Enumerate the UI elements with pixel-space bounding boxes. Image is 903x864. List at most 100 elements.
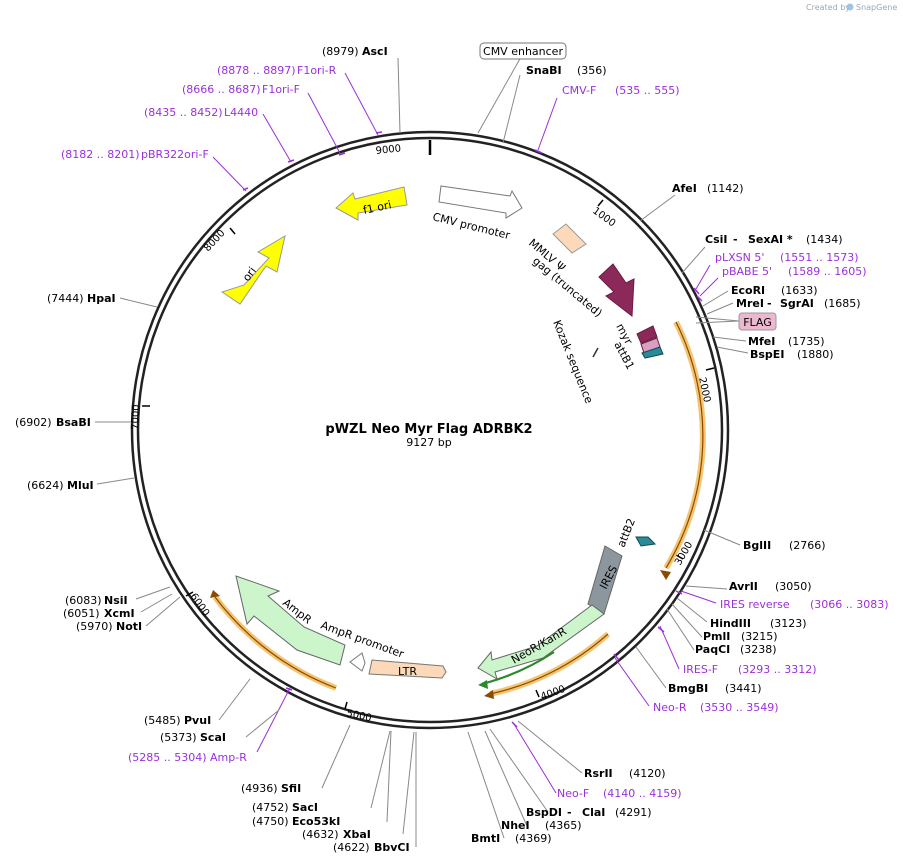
- site-nsii-pos: (6083): [65, 594, 102, 607]
- site-paqci[interactable]: PaqCI: [695, 643, 730, 656]
- site-bmti[interactable]: BmtI: [471, 832, 500, 845]
- flag-label: FLAG: [743, 316, 772, 329]
- feature-mmlv[interactable]: MMLV Ψ gag (truncated): [526, 223, 605, 320]
- site-saci-pos: (4752): [252, 801, 289, 814]
- feature-ires[interactable]: IRES: [587, 545, 623, 615]
- site-ecori[interactable]: EcoRI: [731, 284, 765, 297]
- site-sgrai[interactable]: SgrAI: [780, 297, 814, 310]
- cmv-enhancer-label: CMV enhancer: [483, 45, 563, 58]
- site-eco53ki[interactable]: Eco53kI: [292, 815, 340, 828]
- site-csii-pos: (1434): [806, 233, 843, 246]
- site-bglii[interactable]: BglII: [743, 539, 771, 552]
- site-afei[interactable]: AfeI: [672, 182, 697, 195]
- primer-amp-r[interactable]: Amp-R: [210, 751, 247, 764]
- map-size: 9127 bp: [406, 436, 451, 449]
- primer-f1ori-r-pos: (8878 .. 8897): [217, 64, 296, 77]
- feature-myr-arrow[interactable]: myr attB1: [598, 263, 664, 372]
- site-sfii[interactable]: SfiI: [281, 782, 301, 795]
- primer-f1ori-f-pos: (8666 .. 8687): [182, 83, 261, 96]
- site-hindiii[interactable]: HindIII: [710, 617, 751, 630]
- primer-l4440[interactable]: L4440: [224, 106, 258, 119]
- site-mrei[interactable]: MreI: [736, 297, 764, 310]
- feature-neokanr[interactable]: NeoR/KanR: [477, 604, 605, 681]
- primer-neo-f[interactable]: Neo-F: [557, 787, 589, 800]
- site-rsrii-pos: (4120): [629, 767, 666, 780]
- feature-ori[interactable]: ori: [220, 234, 286, 305]
- tick-label: 5000: [345, 708, 372, 724]
- site-bbvci[interactable]: BbvCI: [374, 841, 410, 854]
- site-xbai[interactable]: XbaI: [343, 828, 371, 841]
- site-bmgbi[interactable]: BmgBI: [668, 682, 708, 695]
- site-pmli-pos: (3215): [741, 630, 778, 643]
- site-mlui[interactable]: MluI: [67, 479, 94, 492]
- site-eco53ki-pos: (4750): [252, 815, 289, 828]
- backbone-outer: [130, 130, 730, 730]
- backbone-inner: [136, 136, 724, 724]
- primer-marks: [242, 131, 703, 728]
- site-mfei[interactable]: MfeI: [748, 335, 775, 348]
- tick-label: 4000: [539, 684, 567, 703]
- feature-cmv-enhancer[interactable]: CMV enhancer: [477, 42, 567, 134]
- site-nhei-pos: (4365): [545, 819, 582, 832]
- feature-f1-ori[interactable]: f1 ori: [335, 186, 408, 221]
- site-scai[interactable]: ScaI: [200, 731, 226, 744]
- site-bsabi-pos: (6902): [15, 416, 52, 429]
- feature-cmv-promoter[interactable]: CMV promoter: [431, 185, 523, 242]
- site-bmgbi-pos: (3441): [725, 682, 762, 695]
- svg-text:-: -: [567, 806, 572, 819]
- site-avrii[interactable]: AvrII: [729, 580, 758, 593]
- primer-ires-reverse-pos: (3066 .. 3083): [810, 598, 889, 611]
- site-asci[interactable]: AscI: [362, 45, 388, 58]
- site-saci[interactable]: SacI: [292, 801, 318, 814]
- primer-f1ori-f[interactable]: F1ori-F: [262, 83, 300, 96]
- site-hpai[interactable]: HpaI: [87, 292, 116, 305]
- feature-flag[interactable]: FLAG: [695, 312, 777, 331]
- primer-cmv-f-pos: (535 .. 555): [615, 84, 680, 97]
- primer-cmv-f[interactable]: CMV-F: [562, 84, 596, 97]
- site-snabi[interactable]: SnaBI: [526, 64, 562, 77]
- site-snabi-pos: (356): [577, 64, 607, 77]
- tick-label: 1000: [590, 206, 617, 230]
- site-xcmi[interactable]: XcmI: [104, 607, 135, 620]
- cmv-promoter-label: CMV promoter: [431, 210, 511, 242]
- feature-kozak[interactable]: Kozak sequence: [550, 318, 599, 406]
- feature-ltr[interactable]: LTR: [368, 659, 447, 679]
- primer-plxsn[interactable]: pLXSN 5': [715, 251, 764, 264]
- site-bspdi[interactable]: BspDI: [526, 806, 562, 819]
- kozak-label: Kozak sequence: [550, 318, 595, 405]
- site-nhei[interactable]: NheI: [501, 819, 530, 832]
- site-bsabi[interactable]: BsaBI: [56, 416, 91, 429]
- site-sexai[interactable]: SexAI *: [748, 233, 793, 246]
- primer-amp-r-pos: (5285 .. 5304): [128, 751, 207, 764]
- sites-left: AscI (8979) HpaI (7444) BsaBI (6902) Mlu…: [15, 45, 410, 854]
- attb2-label: attB2: [615, 517, 638, 550]
- site-bmti-pos: (4369): [515, 832, 552, 845]
- site-asci-pos: (8979): [322, 45, 359, 58]
- site-mrei-pos: (1685): [824, 297, 861, 310]
- feature-attb2[interactable]: attB2: [615, 517, 657, 550]
- map-title: pWZL Neo Myr Flag ADRBK2: [325, 422, 532, 437]
- primer-pbabe-pos: (1589 .. 1605): [788, 265, 867, 278]
- primers: CMV-F (535 .. 555) pLXSN 5' (1551 .. 157…: [61, 64, 889, 800]
- site-csii[interactable]: CsiI: [705, 233, 727, 246]
- site-avrii-pos: (3050): [775, 580, 812, 593]
- primer-ires-reverse[interactable]: IRES reverse: [720, 598, 790, 611]
- feature-ampr[interactable]: AmpR: [235, 575, 346, 666]
- primer-ires-f[interactable]: IRES-F: [683, 663, 718, 676]
- site-rsrii[interactable]: RsrII: [584, 767, 613, 780]
- primer-f1ori-r[interactable]: F1ori-R: [297, 64, 337, 77]
- primer-l4440-pos: (8435 .. 8452): [144, 106, 223, 119]
- tick-label: 9000: [375, 143, 401, 157]
- primer-pbr322ori-f[interactable]: pBR322ori-F: [141, 148, 209, 161]
- site-pvui[interactable]: PvuI: [184, 714, 211, 727]
- site-pmli[interactable]: PmlI: [703, 630, 730, 643]
- site-noti[interactable]: NotI: [116, 620, 142, 633]
- site-bbvci-pos: (4622): [333, 841, 370, 854]
- primer-neo-r[interactable]: Neo-R: [653, 701, 687, 714]
- primer-pbabe[interactable]: pBABE 5': [722, 265, 772, 278]
- primer-pbr322ori-f-pos: (8182 .. 8201): [61, 148, 140, 161]
- site-bspei[interactable]: BspEI: [750, 348, 784, 361]
- site-clai[interactable]: ClaI: [582, 806, 605, 819]
- primer-ires-f-pos: (3293 .. 3312): [738, 663, 817, 676]
- site-nsii[interactable]: NsiI: [104, 594, 128, 607]
